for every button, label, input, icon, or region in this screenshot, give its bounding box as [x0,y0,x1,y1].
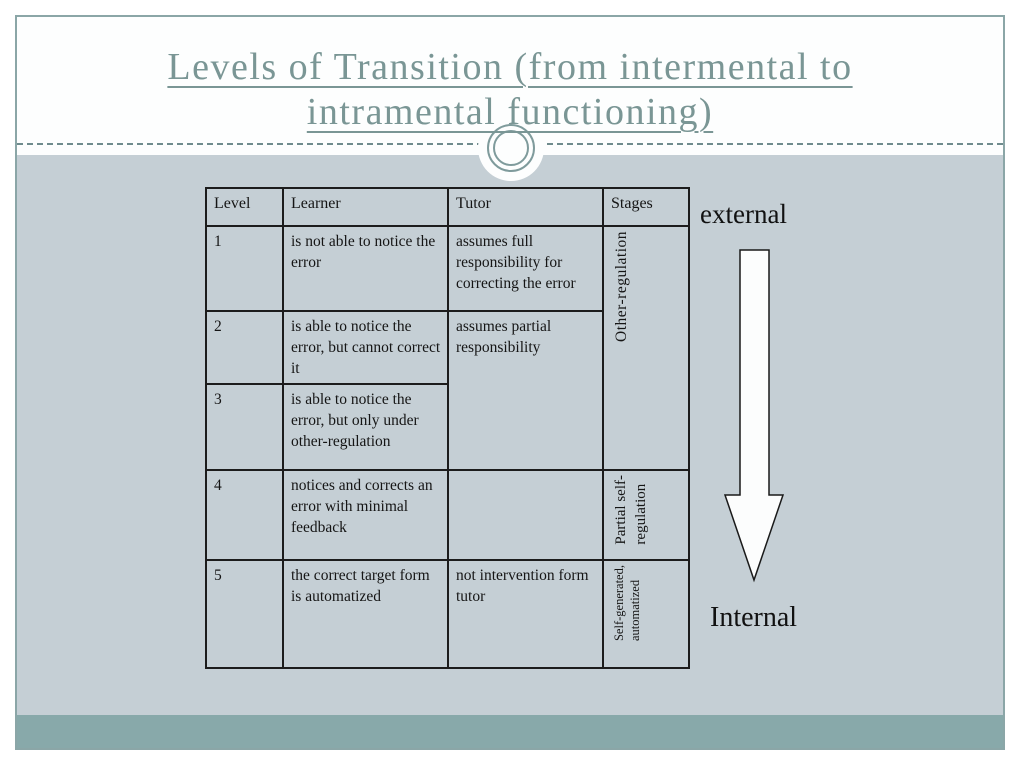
table-row: 3 is able to notice the error, but only … [205,383,689,471]
divider-circle-outer-icon [487,124,535,172]
learner-cell-1: is not able to notice the error [282,225,449,312]
table-row: 5 the correct target form is automatized… [205,559,690,669]
tutor-cell-5: not intervention form tutor [447,559,604,669]
level-cell-4: 4 [205,469,284,561]
page-title-line2: intramental functioning) [306,91,714,133]
levels-of-transition-table: Level Learner Tutor Stages 1 is not able… [205,187,690,669]
header-learner: Learner [282,187,449,227]
table-row: 1 is not able to notice the error assume… [205,225,690,471]
tutor-cell-4 [447,469,604,561]
table-header-row: Level Learner Tutor Stages [205,187,690,227]
level-cell-3: 3 [205,383,284,471]
learner-cell-2: is able to notice the error, but cannot … [282,310,449,385]
divider-circle-inner-icon [493,130,529,166]
tutor-cell-1: assumes full responsibility for correcti… [447,225,604,312]
tutor-cell-2-3: assumes partial responsibility [447,310,604,471]
learner-cell-5: the correct target form is automatized [282,559,449,669]
stage-label-partial-self-regulation: Partial self- regulation [613,475,649,545]
stage-label-other-regulation: Other-regulation [613,231,630,342]
page-title: Levels of Transition (from intermental t… [17,45,1003,135]
header-tutor: Tutor [447,187,604,227]
footer-bar [17,715,1003,748]
level-cell-2: 2 [205,310,284,385]
table-row: 4 notices and corrects an error with min… [205,469,690,561]
stage-cell-partial-self-regulation: Partial self- regulation [602,469,690,561]
down-arrow-icon [723,249,785,583]
level-cell-5: 5 [205,559,284,669]
level-cell-1: 1 [205,225,284,312]
stage-cell-self-generated: Self-generated, automatized [602,559,690,669]
header-level: Level [205,187,284,227]
slide-frame: Levels of Transition (from intermental t… [15,15,1005,750]
external-label: external [700,199,787,229]
page-title-line1: Levels of Transition (from intermental t… [167,46,853,88]
table-row: 2 is able to notice the error, but canno… [205,310,689,471]
internal-label: Internal [710,602,798,633]
learner-cell-4: notices and corrects an error with minim… [282,469,449,561]
stage-label-self-generated: Self-generated, automatized [612,565,642,642]
stage-cell-other-regulation: Other-regulation [602,225,690,471]
header-stages: Stages [602,187,690,227]
learner-cell-3: is able to notice the error, but only un… [282,383,449,471]
